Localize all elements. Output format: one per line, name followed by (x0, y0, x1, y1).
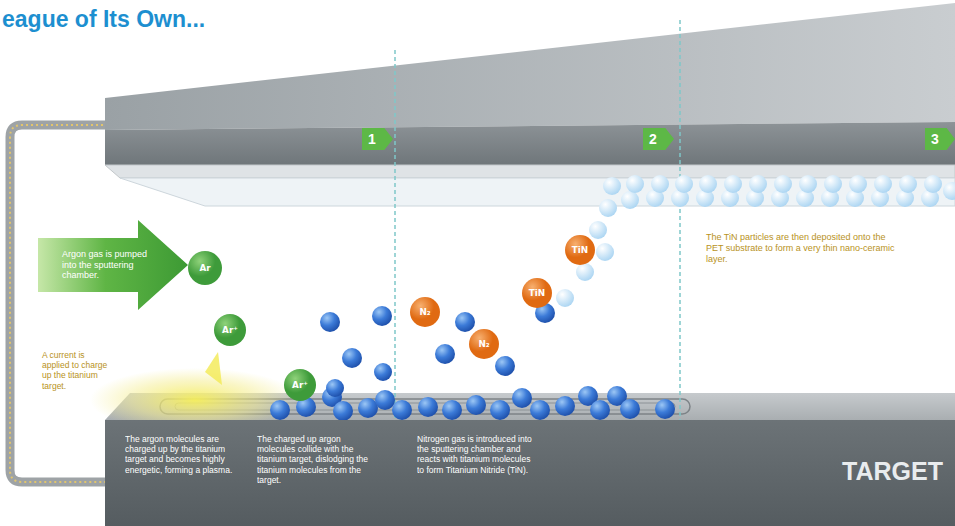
note-label: A current is applied to charge up the ti… (42, 350, 110, 391)
molecule-label: N₂ (410, 297, 440, 327)
molecule-circle: Ar⁺ (284, 369, 316, 401)
step-description: Nitrogen gas is introduced into the sput… (417, 434, 539, 522)
molecule-circle: N₂ (410, 297, 440, 327)
molecule-circle: N₂ (469, 329, 499, 359)
step-description: The argon molecules are charged up by th… (125, 434, 245, 522)
step-number: 3 (931, 128, 939, 150)
note-label: The TiN particles are then deposited ont… (706, 232, 898, 264)
molecule-label: TiN (522, 278, 552, 308)
step-tag: 1 (362, 128, 393, 150)
titanium-atoms (270, 303, 675, 421)
step-number: 1 (368, 128, 376, 150)
molecule-circle: Ar⁺ (214, 314, 246, 346)
molecule-circle: TiN (565, 235, 595, 265)
step-number: 2 (649, 128, 657, 150)
wire-current (10, 125, 108, 482)
diagram-title: eague of Its Own... (2, 6, 205, 33)
step-tag: 3 (925, 128, 955, 150)
molecule-label: Ar (188, 251, 222, 285)
plasma-spark (205, 352, 222, 385)
input-arrow: Argon gas is pumped into the sputtering … (38, 220, 188, 310)
target-block: The argon molecules are charged up by th… (105, 420, 955, 526)
wire (10, 125, 108, 482)
lid-underside (105, 165, 955, 178)
arrow-text: Argon gas is pumped into the sputtering … (62, 238, 152, 292)
molecule-circle: Ar (188, 251, 222, 285)
chamber-lid-front (105, 122, 955, 165)
chamber-lid (105, 3, 955, 130)
step-description: The charged up argon molecules collide w… (257, 434, 377, 522)
molecule-label: TiN (565, 235, 595, 265)
molecule-label: Ar⁺ (284, 369, 316, 401)
molecule-label: N₂ (469, 329, 499, 359)
molecule-label: Ar⁺ (214, 314, 246, 346)
step-tag: 2 (643, 128, 674, 150)
molecule-circle: TiN (522, 278, 552, 308)
tin-deposit (556, 175, 955, 307)
target-heading: TARGET (842, 456, 943, 486)
